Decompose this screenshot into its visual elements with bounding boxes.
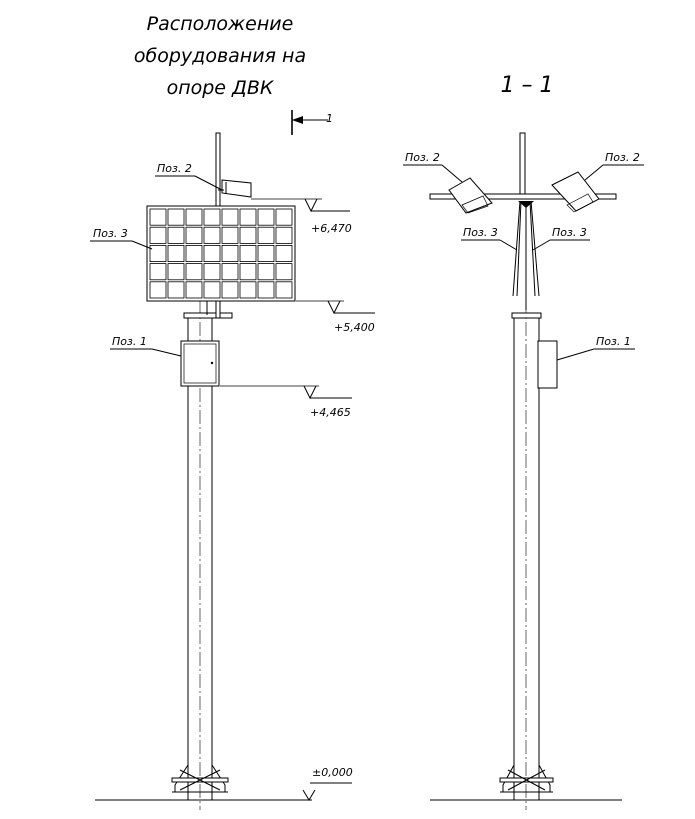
solar-cell [221,208,239,226]
solar-cell [167,281,185,299]
solar-cell [203,208,221,226]
elevation-6470: +6,470 [251,198,352,235]
solar-cell [257,263,275,281]
camera-right-right [551,171,600,213]
solar-cell [149,244,167,262]
solar-cell [203,226,221,244]
solar-cell [275,263,293,281]
solar-cell [239,281,257,299]
solar-cell [257,244,275,262]
solar-cell [149,281,167,299]
solar-panel-left [146,205,296,302]
elevation-0000-label: ±0,000 [312,766,353,779]
solar-cell [275,281,293,299]
solar-cell [221,244,239,262]
label-poz3-left: Поз. 3 [93,227,128,240]
solar-cell [167,226,185,244]
solar-cell [167,263,185,281]
elevation-6470-label: +6,470 [311,222,352,235]
title-line-3: опоре ДВК [167,77,275,99]
elevation-0000: ±0,000 [302,766,353,801]
solar-cell [203,281,221,299]
solar-cell [275,226,293,244]
solar-cell [239,263,257,281]
solar-cell [239,244,257,262]
solar-cell [185,244,203,262]
label-poz2-right-b: Поз. 2 [605,151,640,164]
label-poz3-right-a: Поз. 3 [463,226,498,239]
solar-cell [221,281,239,299]
title-line-2: оборудования на [134,45,306,67]
solar-cell [239,226,257,244]
label-poz1-left: Поз. 1 [112,335,147,348]
elevation-5400: +5,400 [296,300,375,334]
section-marker: 1 [291,110,333,135]
solar-cell [149,208,167,226]
label-poz3-right-b: Поз. 3 [552,226,587,239]
elevation-5400-label: +5,400 [334,321,375,334]
base-stiffeners-right [499,764,554,793]
solar-cell [203,263,221,281]
equipment-box-left [180,340,220,387]
solar-cell [257,281,275,299]
elevation-4465-label: +4,465 [310,406,351,419]
crossbar-right [429,193,617,200]
right-view: Поз. 2 Поз. 2 Поз. 3 Поз. 3 Поз. 1 [403,132,644,810]
solar-cell [275,244,293,262]
solar-cell [257,226,275,244]
label-poz1-right: Поз. 1 [596,335,631,348]
solar-cell [203,244,221,262]
solar-cell [185,226,203,244]
label-poz2-left: Поз. 2 [157,162,192,175]
title-line-1: Расположение [147,13,294,35]
solar-cell [167,208,185,226]
solar-cell [149,226,167,244]
equipment-box-right [537,340,558,389]
main-pole-right [513,317,540,801]
left-view: Поз. 2 Поз. 3 Поз. 1 +6,470 +5,400 [90,132,375,810]
solar-cell [185,263,203,281]
upper-mast-right [519,132,526,199]
solar-cell [257,208,275,226]
drawing-title: Расположение оборудования на опоре ДВК [134,13,306,99]
solar-cell [167,244,185,262]
solar-cell [275,208,293,226]
solar-cell [149,263,167,281]
camera-right-left [448,177,493,214]
section-title: 1 – 1 [501,73,554,98]
solar-panel-edges-right [512,200,540,310]
elevation-4465: +4,465 [220,385,352,419]
solar-cell [221,226,239,244]
solar-cell [221,263,239,281]
camera-left [218,179,252,198]
solar-cell [239,208,257,226]
label-poz2-right-a: Поз. 2 [405,151,440,164]
solar-cell [185,281,203,299]
section-marker-label: 1 [326,112,333,125]
base-stiffeners-left [171,763,229,793]
solar-cell [185,208,203,226]
